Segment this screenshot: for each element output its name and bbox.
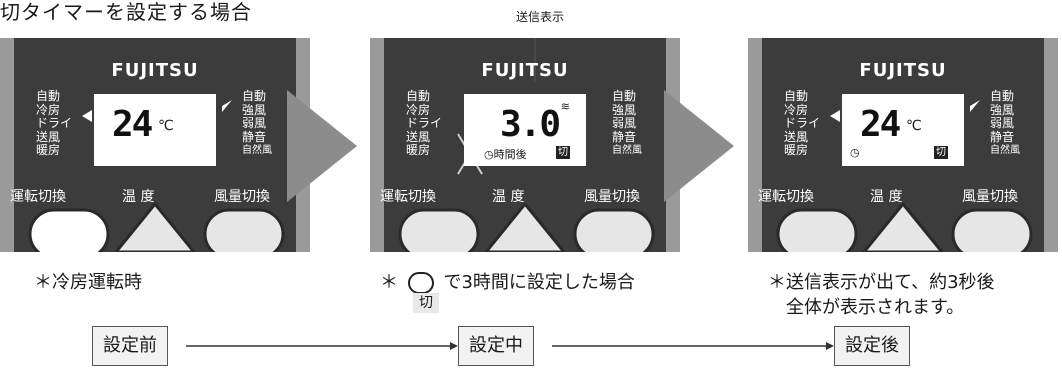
- fan-button-label: 風量切換: [962, 189, 1018, 205]
- timer-hours-readout: 3.0: [500, 104, 561, 145]
- temp-button-label: 温 度: [122, 189, 155, 205]
- fan-quiet: 静音: [990, 129, 1015, 144]
- fan-weak: 弱風: [612, 116, 637, 130]
- mode-list: 自動 冷房 ドライ 送風 暖房: [784, 89, 821, 158]
- caption-before: ＊冷房運転時: [34, 272, 142, 293]
- mode-dry: ドライ: [784, 116, 821, 130]
- temp-button-label: 温 度: [870, 189, 903, 205]
- fan-natural: 自然風: [612, 145, 642, 156]
- lcd-display: 3.0 ≋ ◷時間後 切: [464, 94, 586, 166]
- fan-weak: 弱風: [990, 116, 1015, 130]
- remote-before: FUJITSU 自動 冷房 ドライ 送風 暖房 自動 強風 弱風 静音 自然風 …: [0, 38, 310, 252]
- remote-body-shape: [370, 38, 680, 252]
- brand-logo: FUJITSU: [111, 60, 199, 81]
- mode-auto: 自動: [784, 89, 809, 103]
- page-title: 切タイマーを設定する場合: [0, 0, 252, 24]
- fan-weak: 弱風: [242, 116, 267, 130]
- fan-button-label: 風量切換: [214, 189, 270, 205]
- mode-button-label: 運転切換: [380, 189, 436, 205]
- fan-strong: 強風: [990, 102, 1015, 117]
- off-timer-badge: 切: [556, 146, 570, 159]
- mode-cool: 冷房: [784, 102, 809, 117]
- clock-icon: ◷: [850, 146, 860, 159]
- off-timer-badge: 切: [934, 146, 948, 159]
- temperature-unit: ℃: [158, 118, 174, 134]
- timer-text: ◷時間後: [484, 148, 527, 161]
- fan-strong: 強風: [612, 102, 637, 117]
- caption-after: ＊送信表示が出て、約3秒後: [768, 272, 995, 293]
- remote-after: FUJITSU 自動 冷房 ドライ 送風 暖房 自動 強風 弱風 静音 自然風 …: [748, 38, 1058, 252]
- fan-list: 自動 強風 弱風 静音 自然風: [990, 89, 1020, 158]
- mode-button-label: 運転切換: [10, 189, 66, 205]
- caption-during: ＊ で3時間に設定した場合: [380, 268, 635, 294]
- off-button-tag: 切: [413, 293, 439, 313]
- fan-strong: 強風: [242, 102, 267, 117]
- temperature-unit: ℃: [906, 118, 922, 134]
- stage-after-box: 設定後: [834, 326, 910, 366]
- brand-logo: FUJITSU: [859, 60, 947, 81]
- mode-heat: 暖房: [36, 143, 61, 157]
- arrow-right-icon: [287, 90, 357, 202]
- mode-cool: 冷房: [406, 102, 431, 117]
- fan-button-label: 風量切換: [584, 189, 640, 205]
- lcd-display: 24 ℃ ◷ 切: [842, 94, 964, 166]
- remote-during: FUJITSU 自動 冷房 ドライ 送風 暖房 自動 強風 弱風 静音 自然風 …: [370, 38, 680, 252]
- temperature-readout: 24: [112, 104, 153, 145]
- mode-button-label: 運転切換: [758, 189, 814, 205]
- fan-natural: 自然風: [242, 145, 272, 156]
- fan-natural: 自然風: [990, 145, 1020, 156]
- send-indicator-label: 送信表示: [516, 10, 565, 24]
- temperature-readout: 24: [860, 104, 901, 145]
- fan-auto: 自動: [242, 89, 267, 103]
- arrow-right-icon: [664, 90, 734, 202]
- mode-fan: 送風: [36, 129, 61, 144]
- mode-cool: 冷房: [36, 102, 61, 117]
- mode-list: 自動 冷房 ドライ 送風 暖房: [36, 89, 73, 158]
- fan-auto: 自動: [990, 89, 1015, 103]
- mode-list: 自動 冷房 ドライ 送風 暖房: [406, 89, 443, 158]
- brand-logo: FUJITSU: [481, 60, 569, 81]
- stage-during-box: 設定中: [458, 326, 534, 366]
- temp-button-label: 温 度: [492, 189, 525, 205]
- caption-asterisk: ＊: [380, 272, 398, 293]
- mode-fan: 送風: [406, 129, 431, 144]
- mode-heat: 暖房: [784, 143, 809, 157]
- fan-list: 自動 強風 弱風 静音 自然風: [612, 89, 642, 158]
- fan-auto: 自動: [612, 89, 637, 103]
- caption-during-text: で3時間に設定した場合: [443, 272, 635, 293]
- signal-icon: ≋: [560, 100, 570, 113]
- mode-heat: 暖房: [406, 143, 431, 157]
- mode-dry: ドライ: [406, 116, 443, 130]
- mode-auto: 自動: [406, 89, 431, 103]
- caption-after-line2: 全体が表示されます。: [786, 297, 965, 318]
- stage-connector-lines: [186, 342, 834, 350]
- mode-dry: ドライ: [36, 116, 73, 130]
- mode-fan: 送風: [784, 129, 809, 144]
- stage-before-box: 設定前: [92, 326, 168, 366]
- fan-list: 自動 強風 弱風 静音 自然風: [242, 89, 272, 158]
- timer-button-icon: [407, 272, 434, 294]
- mode-auto: 自動: [36, 89, 61, 103]
- fan-quiet: 静音: [242, 129, 267, 144]
- lcd-display: 24 ℃: [94, 94, 216, 166]
- fan-quiet: 静音: [612, 129, 637, 144]
